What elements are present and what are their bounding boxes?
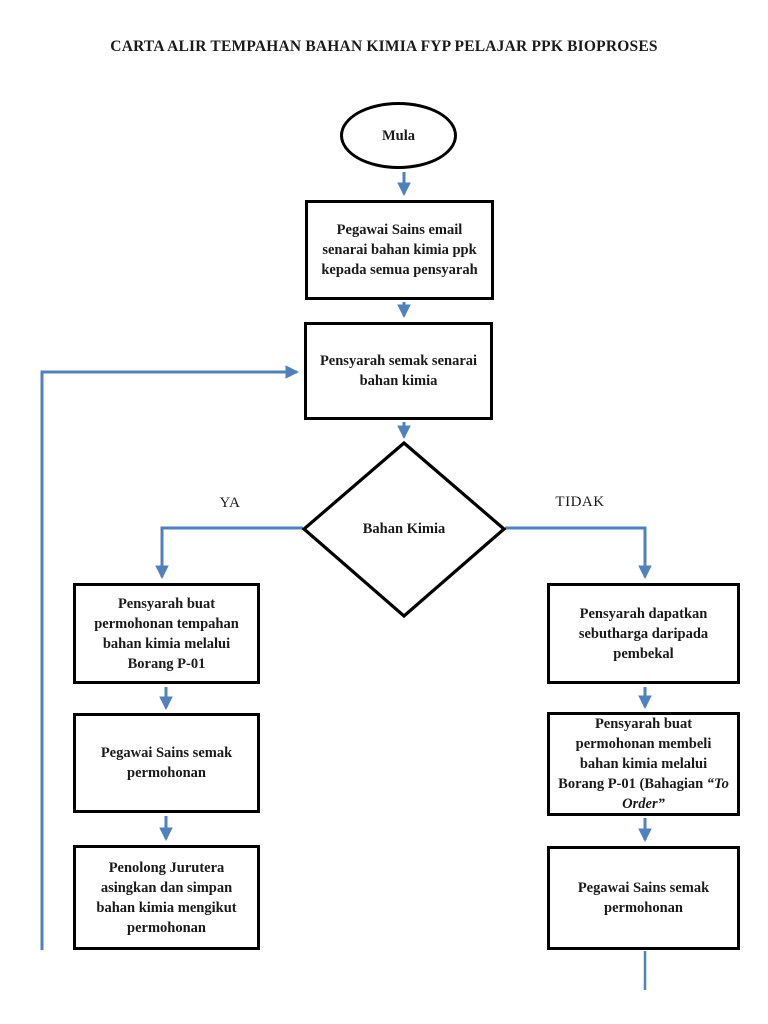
node-decision-label: Bahan Kimia [362,521,446,537]
decision-yes-label: YA [219,495,241,511]
node-start-label: Mula [381,127,416,144]
page-title: CARTA ALIR TEMPAHAN BAHAN KIMIA FYP PELA… [110,38,658,55]
node-no-step2-main-text: Pensyarah buat permohonan membeli bahan … [558,716,712,792]
node-no-step2-italic-text: “To Order” [622,776,729,812]
node-yes-step2-label: Pegawai Sains semak permohonan [100,745,233,781]
node-email-list: Pegawai Sains email senarai bahan kimia … [305,200,494,300]
decision-diamond-shape [301,440,507,619]
node-yes-step1: Pensyarah buat permohonan tempahan bahan… [73,583,260,684]
node-check-list-label: Pensyarah semak senarai bahan kimia [319,353,478,389]
connector-feedback-loop [40,365,300,950]
node-no-step1-label: Pensyarah dapatkan sebutharga daripada p… [578,605,709,662]
node-yes-step3-label: Penolong Jurutera asingkan dan simpan ba… [96,859,237,936]
decision-no-label: TIDAK [555,494,605,510]
node-yes-step2: Pegawai Sains semak permohonan [73,713,260,813]
node-no-step3-label: Pegawai Sains semak permohonan [577,880,710,916]
node-yes-step1-label: Pensyarah buat permohonan tempahan bahan… [94,595,239,672]
node-start: Mula [340,102,457,169]
node-no-step1: Pensyarah dapatkan sebutharga daripada p… [547,583,740,684]
node-yes-step3: Penolong Jurutera asingkan dan simpan ba… [73,845,260,950]
node-no-step2: Pensyarah buat permohonan membeli bahan … [547,712,740,816]
node-check-list: Pensyarah semak senarai bahan kimia [304,322,493,420]
connector-decision-yes [155,526,303,580]
connector-decision-no [505,526,652,580]
node-no-step2-label: Pensyarah buat permohonan membeli bahan … [558,714,729,814]
node-no-step3: Pegawai Sains semak permohonan [547,846,740,950]
node-email-list-label: Pegawai Sains email senarai bahan kimia … [321,222,478,278]
